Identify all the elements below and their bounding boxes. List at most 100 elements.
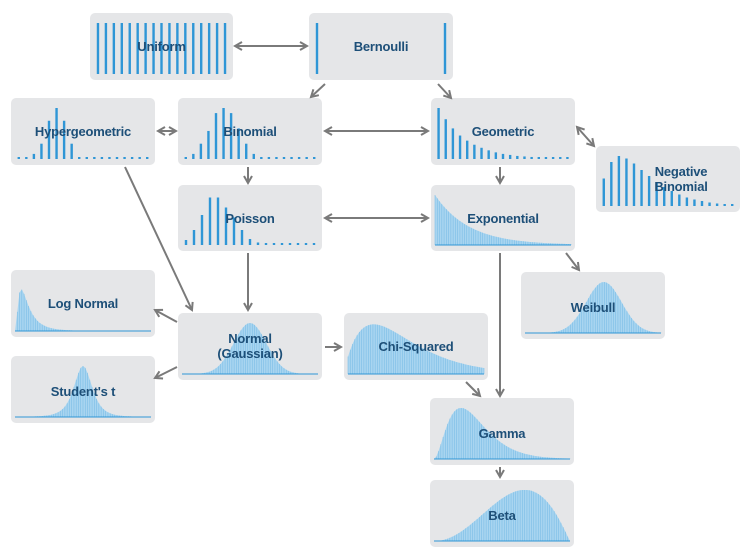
node-exponential-label-layer: Exponential	[431, 185, 575, 251]
node-bernoulli-label-layer: Bernoulli	[309, 13, 453, 80]
pmf-bar	[458, 135, 462, 159]
pmf-bar	[208, 197, 212, 245]
pmf-bar	[508, 154, 512, 159]
uniform-distribution-plot	[96, 23, 227, 74]
node-label: Hypergeometric	[34, 124, 132, 139]
pmf-bar	[617, 156, 621, 206]
pmf-bar	[85, 157, 88, 159]
pmf-bar	[530, 156, 533, 159]
node-label: Exponential	[467, 211, 539, 226]
pmf-bar	[32, 153, 36, 159]
pmf-bar	[685, 197, 689, 206]
pmf-bar	[152, 23, 155, 74]
pmf-bar	[602, 178, 605, 206]
pmf-bar	[715, 203, 719, 206]
normal-distribution-plot	[181, 323, 319, 375]
pmf-bar	[240, 230, 244, 245]
pmf-bar	[237, 128, 240, 159]
exponential-distribution-plot	[434, 195, 572, 246]
pmf-bar	[632, 163, 636, 206]
node-negbinomial-label-layer: Negative Binomial	[596, 146, 740, 212]
node-label: Chi-Squared	[378, 339, 454, 354]
binomial-distribution-plot	[184, 108, 316, 159]
pmf-bar	[647, 176, 651, 206]
pmf-bar	[108, 157, 111, 159]
gamma-distribution-plot	[433, 408, 571, 460]
node-weibull-label-layer: Weibull	[521, 272, 665, 339]
edge-geometric-to-negbinomial	[575, 125, 596, 148]
pmf-bar	[544, 157, 548, 159]
lognormal-distribution-plot	[14, 289, 152, 332]
pmf-bar	[62, 120, 66, 159]
pmf-bar	[559, 157, 562, 159]
pmf-bar	[40, 143, 43, 159]
pmf-bar	[146, 157, 149, 159]
pmf-bar	[232, 217, 236, 245]
pmf-bar	[473, 144, 476, 159]
node-beta-label-layer: Beta	[430, 480, 574, 547]
pmf-bar	[313, 157, 316, 159]
pmf-bar	[245, 143, 248, 159]
pmf-bar	[55, 108, 58, 159]
pmf-bar	[312, 243, 316, 245]
pmf-bar	[260, 157, 263, 159]
studentt-distribution-plot	[14, 366, 152, 418]
node-label: Beta	[488, 508, 516, 523]
pmf-bar	[207, 23, 211, 74]
pmf-bar	[723, 204, 726, 206]
node-chisquared-label-layer: Chi-Squared	[344, 313, 488, 380]
pmf-bar	[184, 23, 187, 74]
pmf-bar	[216, 197, 220, 245]
pmf-bar	[222, 108, 225, 159]
pmf-bar	[136, 23, 139, 74]
pmf-bar	[296, 243, 300, 245]
negbinomial-distribution-plot	[602, 156, 734, 206]
pmf-bar	[224, 207, 228, 245]
pmf-bar	[112, 23, 116, 74]
node-poisson-label-layer: Poisson	[178, 185, 322, 251]
pmf-bar	[264, 243, 268, 245]
pmf-bar	[516, 155, 519, 159]
pmf-bar	[267, 157, 271, 159]
edge-exponential-to-weibull	[565, 252, 581, 272]
node-uniform-label-layer: Uniform	[90, 13, 233, 80]
pmf-bar	[625, 158, 628, 206]
pmf-bar	[120, 23, 123, 74]
edge-normal-to-lognormal	[153, 308, 178, 323]
pmf-bar	[192, 230, 196, 245]
pmf-bar	[305, 157, 308, 159]
hypergeometric-distribution-plot	[17, 108, 149, 159]
pmf-bar	[252, 153, 255, 159]
pmf-bar	[640, 170, 643, 206]
node-label: Negative Binomial	[654, 164, 708, 194]
edge-bernoulli-to-geometric	[437, 83, 453, 100]
pmf-bar	[130, 157, 134, 159]
pmf-bar	[297, 157, 301, 159]
pmf-bar	[115, 157, 119, 159]
pmf-bar	[272, 243, 276, 245]
pmf-bar	[192, 23, 195, 74]
node-label: Poisson	[225, 211, 275, 226]
pmf-bar	[466, 140, 469, 159]
pmf-bar	[160, 23, 163, 74]
node-studentt-label-layer: Student's t	[11, 356, 155, 423]
pmf-bar	[280, 243, 284, 245]
pmf-bar	[315, 23, 319, 74]
pmf-bar	[256, 242, 260, 245]
node-label: Log Normal	[47, 296, 119, 311]
pmf-bar	[215, 23, 219, 74]
pmf-bar	[176, 23, 179, 74]
pmf-bar	[537, 157, 540, 159]
node-bernoulli	[309, 13, 453, 80]
pmf-bar	[304, 243, 308, 245]
node-label: Student's t	[50, 384, 116, 399]
pmf-bar	[104, 23, 108, 74]
node-label: Uniform	[137, 39, 186, 54]
node-hypergeometric-label-layer: Hypergeometric	[11, 98, 155, 165]
pmf-bar	[192, 153, 195, 159]
pmf-bar	[655, 182, 658, 206]
node-geometric-label-layer: Geometric	[431, 98, 575, 165]
pmf-bar	[678, 194, 681, 206]
